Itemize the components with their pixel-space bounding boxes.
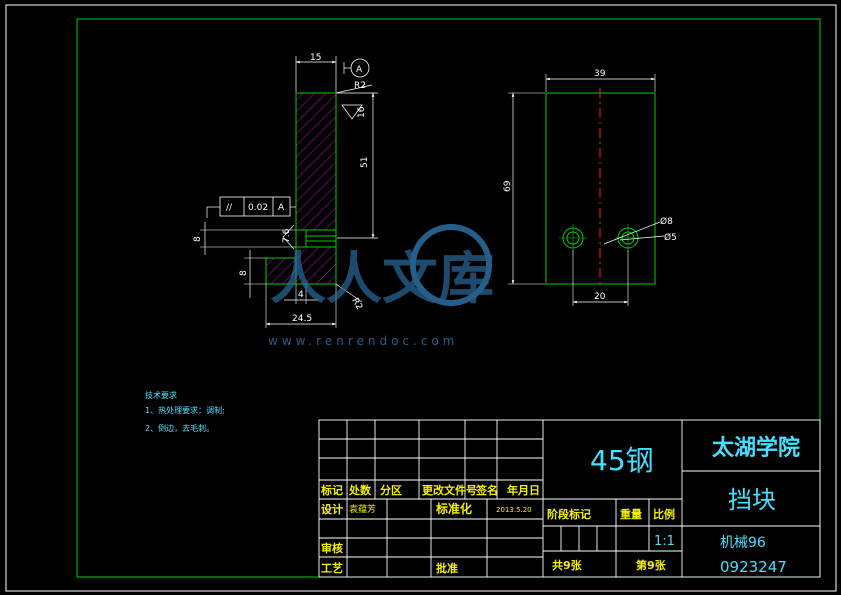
watermark-text: 人人文库 (270, 247, 494, 312)
tech-requirements: 技术要求 1、热处理要求：调制; 2、倒边，去毛刺。 (145, 390, 225, 433)
header-count: 处数 (348, 483, 372, 497)
left-section-view: 15 A R2 16 51 // 0.02 A 8 7.6 (193, 53, 378, 328)
datum-a-circle (350, 58, 370, 78)
tech-note-2: 2、倒边，去毛刺。 (145, 423, 214, 433)
hole-band (295, 229, 337, 248)
dim-24-5: 24.5 (292, 314, 312, 324)
title-block-text: 45钢 太湖学院 挡块 机械96 0923247 标记 处数 分区 更改文件号 … (320, 435, 800, 576)
scale-value: 1:1 (654, 534, 675, 549)
dim-phi8: Ø8 (660, 216, 673, 227)
dim-r2-top: R2 (354, 81, 366, 91)
design-date: 2013.5.20 (496, 506, 532, 514)
lower-step (265, 257, 297, 285)
weight-label: 重量 (620, 507, 642, 521)
material: 45钢 (590, 444, 654, 477)
total-sheets: 共9张 (552, 558, 583, 572)
dim-8-upper: 8 (193, 236, 203, 242)
dim-phi5: Ø5 (664, 232, 677, 243)
tolerance-datum: A (278, 203, 285, 213)
approve-label: 批准 (436, 561, 458, 575)
tolerance-value: 0.02 (248, 203, 268, 213)
dim-20: 20 (594, 292, 606, 302)
part-name: 挡块 (728, 486, 776, 514)
section-body (295, 92, 337, 231)
roughness-symbol-hole (282, 224, 295, 250)
dim-8-lower: 8 (239, 270, 249, 276)
header-change-doc: 更改文件号 (422, 483, 477, 497)
datum-a-label: A (356, 65, 363, 75)
process-label: 工艺 (321, 561, 343, 575)
tech-note-1: 1、热处理要求：调制; (145, 405, 225, 415)
tolerance-frame (219, 196, 291, 217)
designer-name: 袁蕴芳 (349, 503, 376, 515)
title-block (318, 419, 821, 578)
design-label: 设计 (321, 502, 343, 516)
right-front-view: 39 69 Ø8 Ø5 20 (503, 69, 677, 306)
tech-notes-title: 技术要求 (145, 390, 177, 400)
scale-label: 比例 (653, 507, 675, 521)
header-sign: 签名 (475, 483, 498, 497)
dim-51: 51 (360, 157, 370, 168)
header-mark: 标记 (320, 483, 343, 497)
review-label: 审核 (321, 541, 343, 555)
dim-69: 69 (503, 180, 513, 192)
school-name: 太湖学院 (712, 435, 800, 461)
dim-7-6: 7.6 (282, 228, 292, 243)
standardize-label: 标准化 (435, 501, 472, 516)
student-id: 0923247 (720, 558, 787, 576)
header-zone: 分区 (380, 483, 402, 497)
dim-16: 16 (357, 106, 367, 118)
stage-mark-label: 阶段标记 (547, 507, 591, 521)
class-name: 机械96 (720, 535, 766, 551)
watermark-logo-ring (410, 224, 492, 306)
dim-4: 4 (298, 290, 304, 300)
outer-border (5, 4, 837, 592)
dim-15: 15 (310, 53, 321, 63)
sheet-number: 第9张 (636, 558, 667, 572)
header-date: 年月日 (507, 483, 540, 497)
tolerance-symbol: // (226, 203, 233, 213)
dim-39: 39 (594, 69, 606, 79)
watermark-url: www.renrendoc.com (268, 334, 458, 348)
roughness-symbol-top (341, 104, 363, 120)
watermark: 人人文库 www.renrendoc.com (268, 224, 494, 348)
